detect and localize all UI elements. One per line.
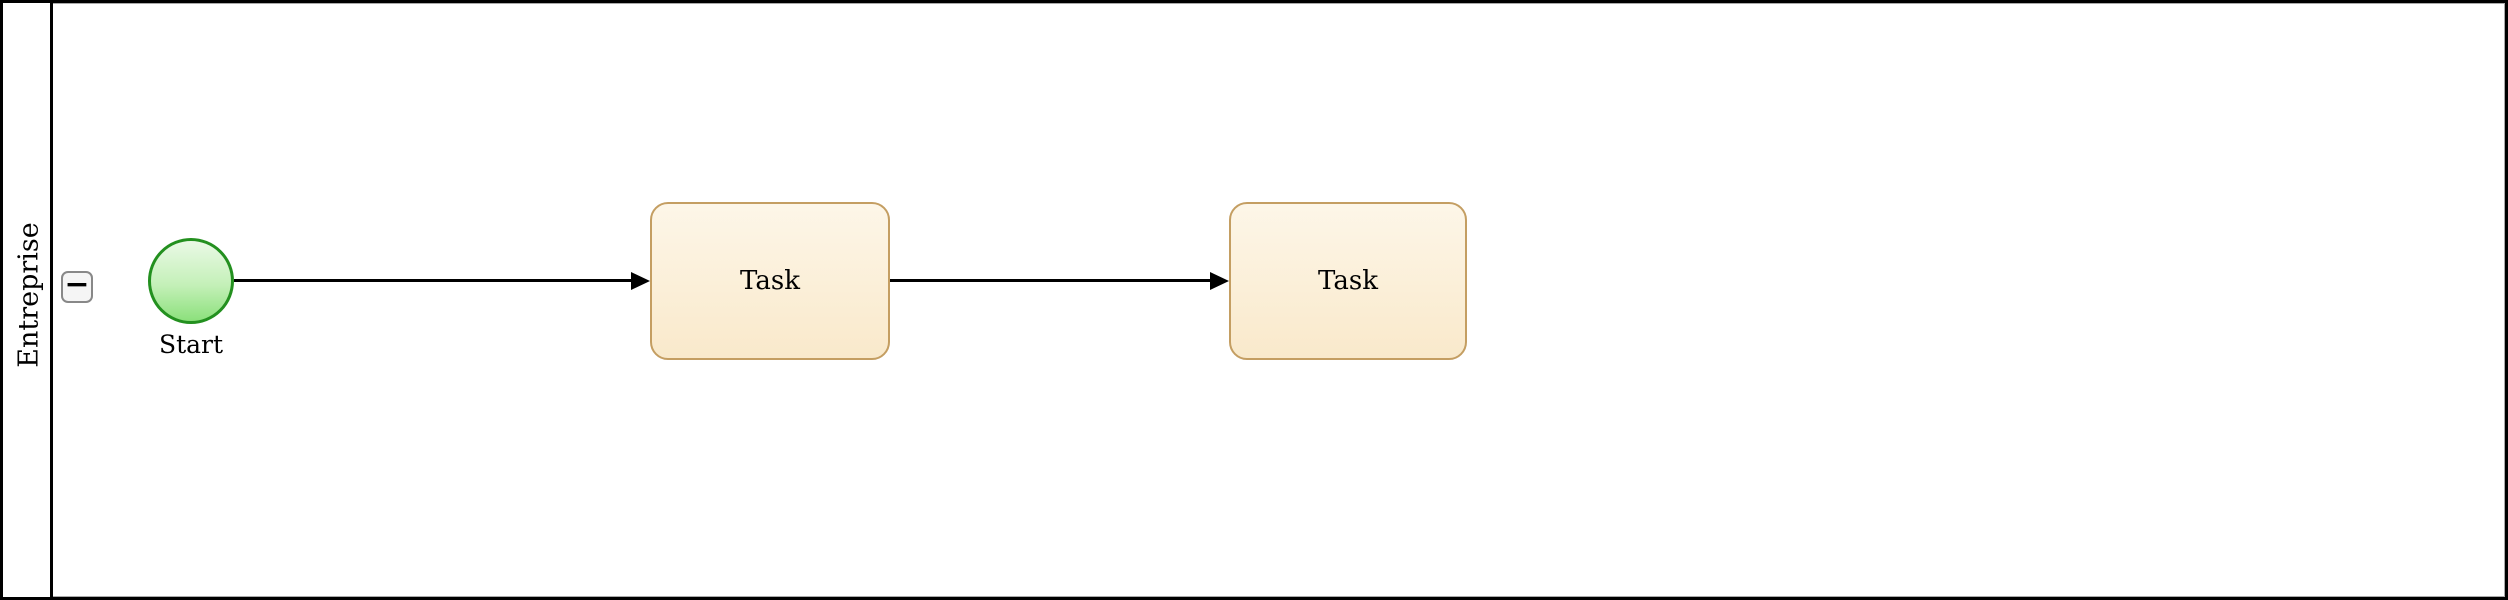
task-1-shape[interactable]: Task <box>650 202 890 360</box>
arrowhead-icon <box>1210 272 1229 290</box>
pool-label: Entreprise <box>13 222 45 368</box>
arrowhead-icon <box>631 272 650 290</box>
task-2-label: Task <box>1318 266 1378 296</box>
sequence-flow-start-task1[interactable] <box>234 279 634 282</box>
start-event-label: Start <box>158 330 224 359</box>
start-event-shape[interactable] <box>148 238 234 324</box>
task-1-label: Task <box>740 266 800 296</box>
lane-header-divider <box>50 0 53 600</box>
pool-collapse-button[interactable]: − <box>61 267 93 303</box>
minus-icon: − <box>64 267 90 302</box>
sequence-flow-task1-task2[interactable] <box>890 279 1213 282</box>
task-2-shape[interactable]: Task <box>1229 202 1467 360</box>
pool-lane-header[interactable]: Entreprise <box>3 3 50 597</box>
